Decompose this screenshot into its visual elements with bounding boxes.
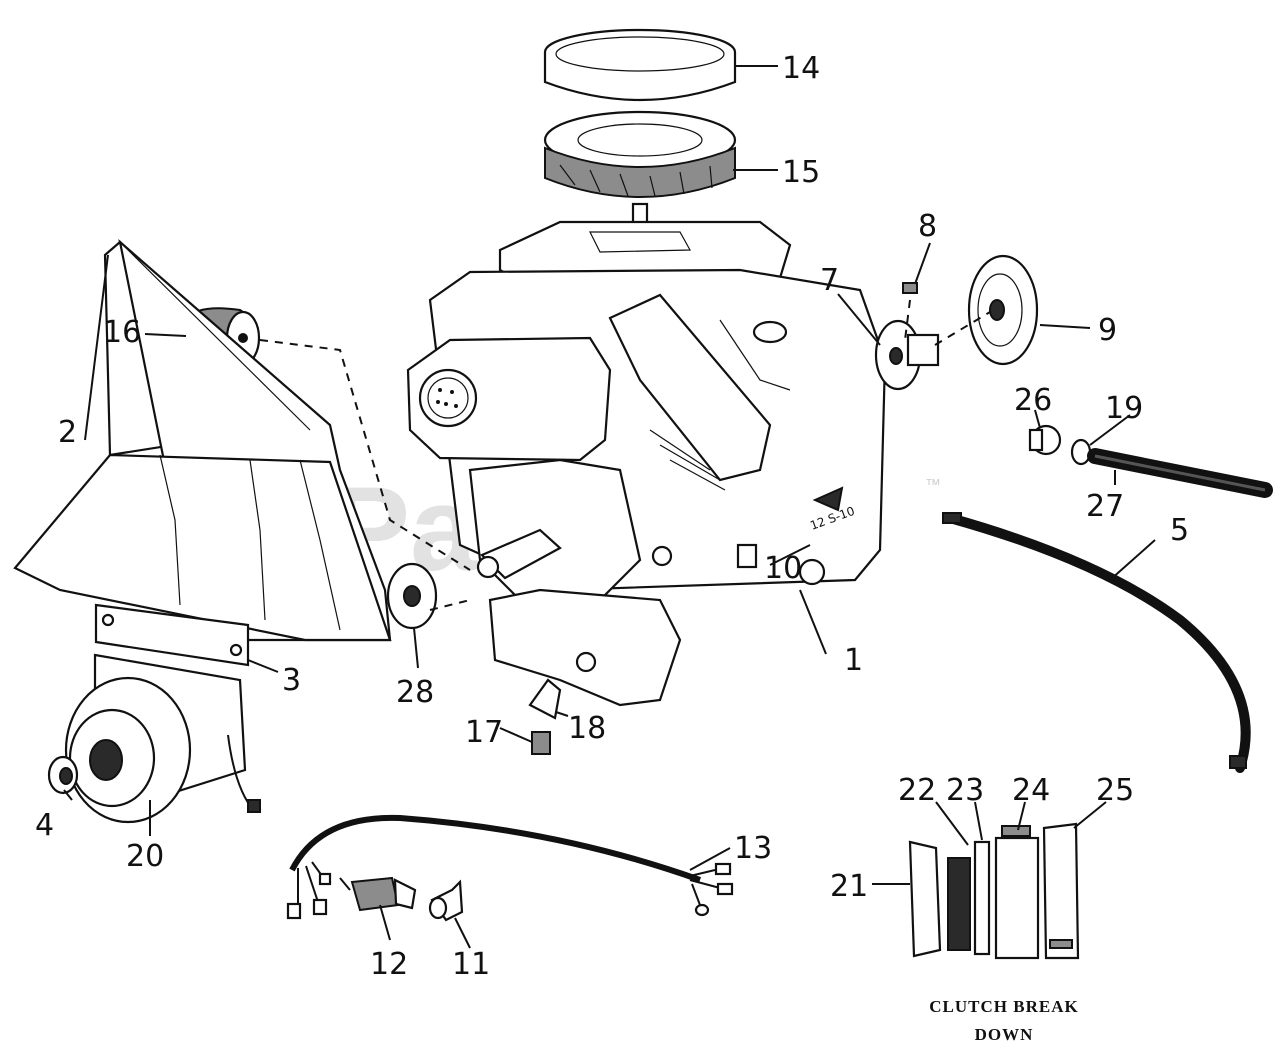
part-20-electric-clutch[interactable] <box>64 653 261 824</box>
callout-11: 11 <box>452 947 490 982</box>
caption-line-2: DOWN <box>975 1025 1034 1044</box>
callout-labels: 14 15 16 2 3 4 20 28 17 18 1 10 5 7 8 9 … <box>35 51 1189 982</box>
callout-25: 25 <box>1096 773 1134 808</box>
part-14-air-cleaner-cover[interactable] <box>543 28 737 102</box>
clutch-breakdown-caption: CLUTCH BREAK DOWN <box>929 997 1078 1044</box>
callout-19: 19 <box>1105 391 1143 426</box>
callout-2: 2 <box>58 415 77 450</box>
part-25-field-coil[interactable] <box>1042 822 1080 960</box>
part-22-clutch-disc[interactable] <box>947 857 971 951</box>
part-23-rotor[interactable] <box>973 840 991 956</box>
callout-26: 26 <box>1014 383 1052 418</box>
callout-20: 20 <box>126 839 164 874</box>
part-12-sensor[interactable] <box>339 876 417 912</box>
part-8-key[interactable] <box>902 282 918 294</box>
callout-18: 18 <box>568 711 606 746</box>
leader-lines <box>63 65 1156 949</box>
callout-1: 1 <box>844 643 863 678</box>
callout-12: 12 <box>370 947 408 982</box>
part-1-engine[interactable]: 12 S-10 <box>406 220 887 707</box>
part-9-pulley[interactable] <box>967 254 1039 366</box>
assembly-guide-lines <box>259 299 991 611</box>
callout-22: 22 <box>898 773 936 808</box>
part-7-hub[interactable] <box>874 319 940 391</box>
part-3-bracket[interactable] <box>94 603 250 667</box>
part-17-plug[interactable] <box>531 731 551 755</box>
callout-21: 21 <box>830 869 868 904</box>
watermark-trademark: ™ <box>925 477 941 494</box>
callout-8: 8 <box>918 209 937 244</box>
part-13-wiring-harness[interactable] <box>286 814 734 920</box>
callout-4: 4 <box>35 808 54 843</box>
part-21-clutch-plate[interactable] <box>908 840 942 958</box>
part-28-washer[interactable] <box>386 562 438 630</box>
callout-24: 24 <box>1012 773 1050 808</box>
part-11-elbow[interactable] <box>428 879 464 922</box>
callout-3: 3 <box>282 663 301 698</box>
part-18-fitting[interactable] <box>528 678 562 720</box>
caption-line-1: CLUTCH BREAK <box>929 997 1078 1016</box>
part-5-cable[interactable] <box>942 512 1251 773</box>
part-24-armature[interactable] <box>994 825 1040 960</box>
callout-15: 15 <box>782 155 820 190</box>
callout-16: 16 <box>103 315 141 350</box>
part-2-deflector-shield[interactable] <box>13 239 392 642</box>
callout-5: 5 <box>1170 513 1189 548</box>
callout-28: 28 <box>396 675 434 710</box>
callout-10: 10 <box>764 551 802 586</box>
part-27-fuel-hose[interactable] <box>1087 448 1273 498</box>
part-19-hose-clamp[interactable] <box>1070 438 1092 466</box>
callout-17: 17 <box>465 715 503 750</box>
part-4-pulley-cap[interactable] <box>47 755 79 795</box>
callout-13: 13 <box>734 831 772 866</box>
callout-7: 7 <box>820 263 839 298</box>
callout-9: 9 <box>1098 313 1117 348</box>
part-26-fitting[interactable] <box>1028 424 1062 456</box>
callout-23: 23 <box>946 773 984 808</box>
part-15-air-filter[interactable] <box>543 110 737 198</box>
callout-14: 14 <box>782 51 820 86</box>
callout-27: 27 <box>1086 489 1124 524</box>
